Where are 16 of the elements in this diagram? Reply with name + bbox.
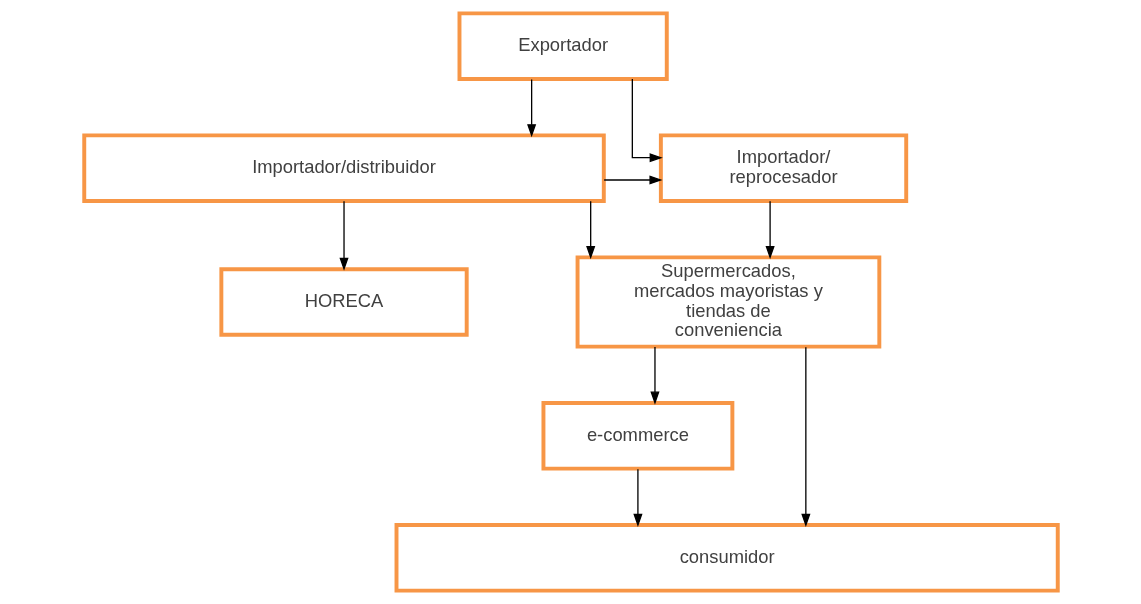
node-box: e-commerce bbox=[541, 401, 734, 471]
arrow bbox=[765, 200, 775, 260]
node-box: consumidor bbox=[394, 523, 1060, 593]
node-box: Exportador bbox=[457, 11, 669, 81]
arrow bbox=[338, 200, 349, 271]
arrow bbox=[800, 346, 810, 527]
arrow bbox=[585, 200, 595, 260]
arrow bbox=[632, 468, 642, 527]
node-box: Supermercados, mercados mayoristas y tiendas de conveniencia bbox=[575, 255, 881, 349]
arrow bbox=[603, 175, 663, 185]
arrow bbox=[631, 78, 663, 163]
arrow bbox=[526, 78, 536, 138]
node-box: Importador/distribuidor bbox=[81, 133, 606, 203]
arrow bbox=[649, 346, 660, 405]
node-box: HORECA bbox=[218, 267, 469, 337]
node-box: Importador/ reprocesador bbox=[658, 133, 908, 203]
